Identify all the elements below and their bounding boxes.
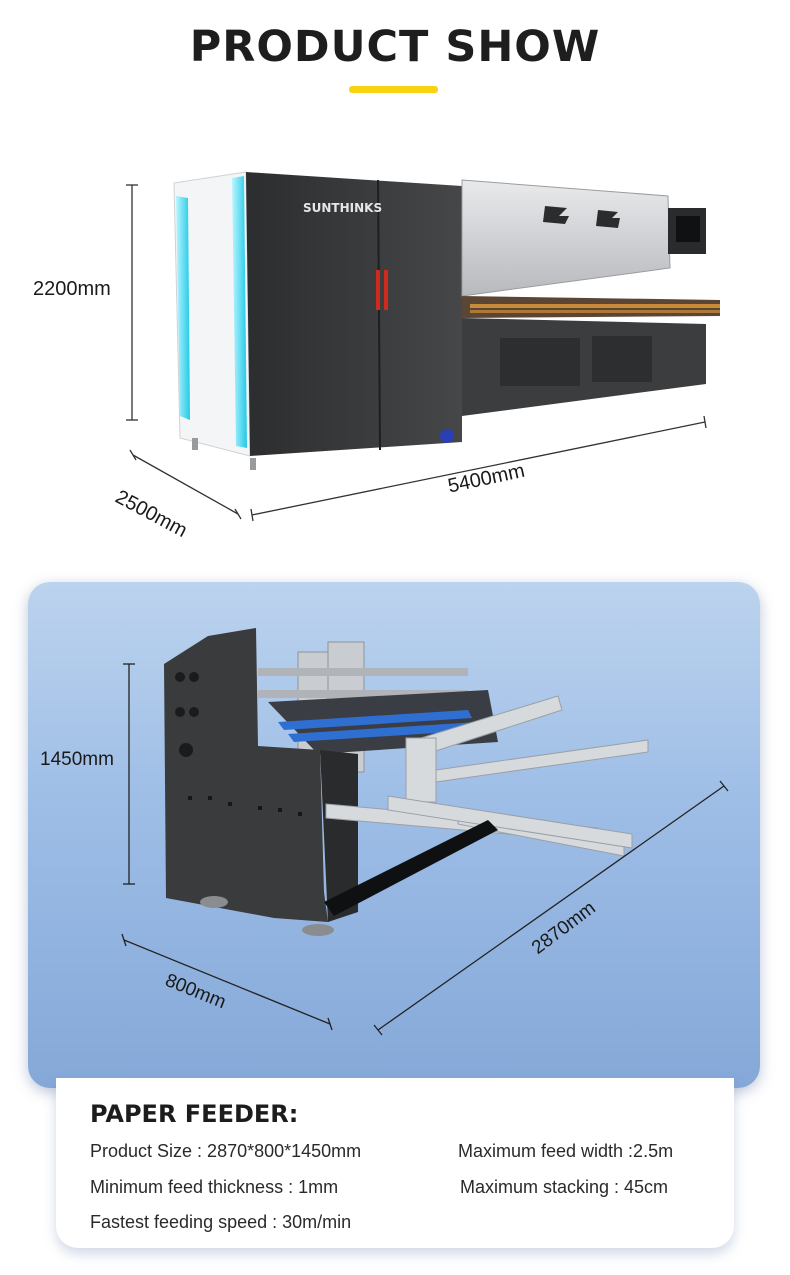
title-underline bbox=[349, 86, 438, 93]
feeder-panel: 1450mm 800mm 2870mm bbox=[28, 582, 760, 1088]
spec-heading: PAPER FEEDER: bbox=[90, 1100, 299, 1128]
page-title: PRODUCT SHOW bbox=[189, 22, 601, 72]
paper-feeder-image bbox=[121, 628, 729, 1036]
spec-max-stacking: Maximum stacking : 45cm bbox=[460, 1177, 669, 1197]
printer-image: SUNTHINKS bbox=[126, 171, 720, 522]
door-handle-left-icon bbox=[376, 270, 380, 310]
spec-min-feed-thickness: Minimum feed thickness : 1mm bbox=[90, 1177, 339, 1197]
door-handle-right-icon bbox=[384, 270, 388, 310]
spec-feeding-speed: Fastest feeding speed : 30m/min bbox=[90, 1212, 352, 1232]
spec-card bbox=[56, 1078, 734, 1248]
spec-product-size: Product Size : 2870*800*1450mm bbox=[90, 1141, 362, 1161]
printer-height-label: 2200mm bbox=[33, 278, 111, 300]
spec-max-feed-width: Maximum feed width :2.5m bbox=[458, 1141, 674, 1161]
feeder-height-label: 1450mm bbox=[40, 749, 114, 770]
brand-logo: SUNTHINKS bbox=[303, 201, 382, 215]
